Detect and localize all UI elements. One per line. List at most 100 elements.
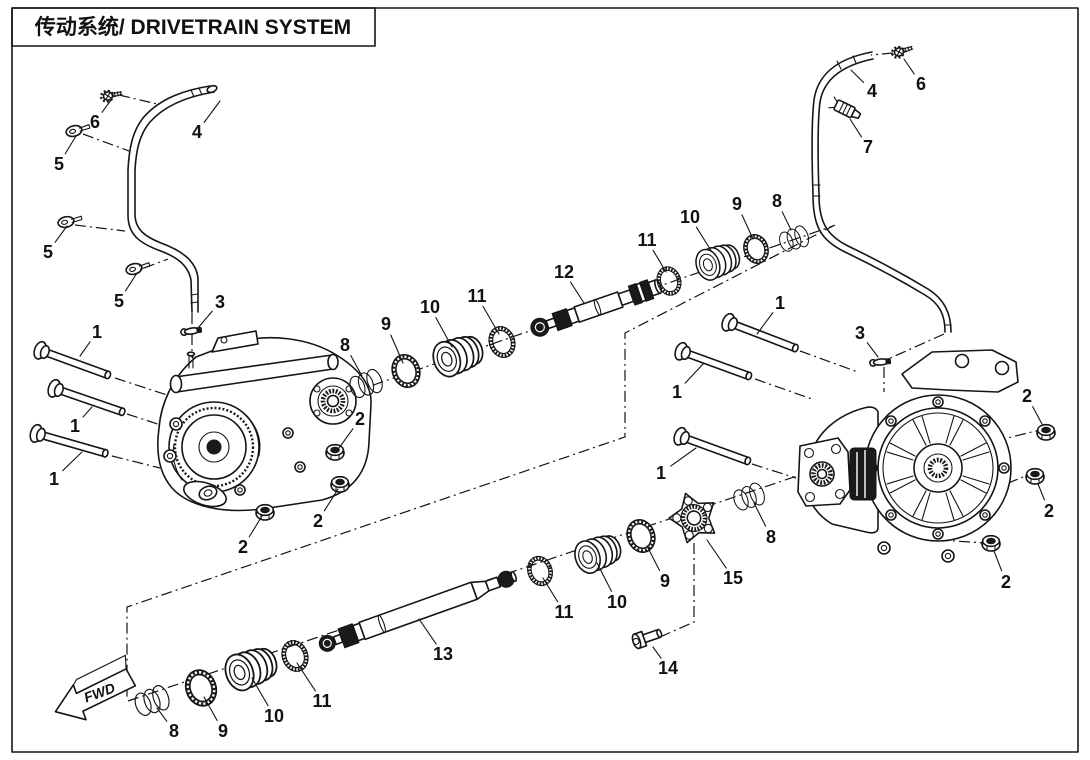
callout-leader xyxy=(64,135,77,155)
callout-1: 1 xyxy=(70,416,80,436)
lock-ring xyxy=(278,637,312,675)
tube-clip xyxy=(56,212,84,230)
callout-leader xyxy=(866,342,879,358)
callout-leader xyxy=(203,696,218,722)
engine-ghost-outline xyxy=(126,224,836,697)
callout-8: 8 xyxy=(340,335,350,355)
rear-gearcase xyxy=(797,349,1019,563)
wave-spring xyxy=(131,682,173,720)
callout-1: 1 xyxy=(775,293,785,313)
callout-8: 8 xyxy=(169,721,179,741)
flange-bolt xyxy=(629,624,665,651)
wave-spring xyxy=(730,480,768,514)
callout-3: 3 xyxy=(215,292,225,312)
callout-leader xyxy=(251,677,269,707)
callout-leader xyxy=(753,502,767,527)
callout-11: 11 xyxy=(467,286,486,306)
callout-2: 2 xyxy=(313,511,323,531)
callout-leader xyxy=(101,99,112,113)
front-breather-tube xyxy=(127,84,218,313)
pressure-sensor xyxy=(828,96,862,120)
callout-1: 1 xyxy=(672,382,682,402)
flange-screw xyxy=(889,41,916,61)
callout-leader xyxy=(79,341,91,357)
callout-leader xyxy=(652,249,667,273)
callout-leader xyxy=(652,646,662,659)
cover-bolts xyxy=(866,396,1010,540)
callout-leader xyxy=(706,539,727,569)
callout-leader xyxy=(542,577,559,603)
callout-leader xyxy=(82,406,93,418)
callout-1: 1 xyxy=(92,322,102,342)
callout-2: 2 xyxy=(1044,501,1054,521)
cv-coupling xyxy=(691,238,745,285)
mounting-bolts xyxy=(27,311,802,472)
callout-leader xyxy=(1037,483,1046,501)
callout-5: 5 xyxy=(54,154,64,174)
callout-leader xyxy=(350,354,363,377)
callout-9: 9 xyxy=(732,194,742,214)
callout-2: 2 xyxy=(238,537,248,557)
page-title: 传动系统/ DRIVETRAIN SYSTEM xyxy=(34,15,351,39)
callout-9: 9 xyxy=(660,571,670,591)
callout-leader xyxy=(596,562,613,592)
callout-leader xyxy=(1032,406,1043,425)
callout-5: 5 xyxy=(114,291,124,311)
callout-1: 1 xyxy=(656,463,666,483)
callout-14: 14 xyxy=(658,658,678,678)
bevel-ring xyxy=(179,664,223,712)
callout-9: 9 xyxy=(218,721,228,741)
bevel-ring xyxy=(738,230,774,268)
tube-clip xyxy=(124,259,152,277)
callout-leader xyxy=(156,707,168,722)
callout-leader xyxy=(435,316,453,348)
callout-leader xyxy=(197,310,213,329)
callout-12: 12 xyxy=(554,262,574,282)
callout-leader xyxy=(62,451,83,472)
breather-valve xyxy=(868,357,892,368)
callout-leader xyxy=(781,211,792,231)
rear-breather-tube xyxy=(811,51,952,333)
bevel-ring xyxy=(386,349,426,393)
callout-leader xyxy=(418,618,437,645)
callout-8: 8 xyxy=(772,191,782,211)
callout-9: 9 xyxy=(381,314,391,334)
callout-11: 11 xyxy=(312,691,331,711)
callout-15: 15 xyxy=(723,568,743,588)
callout-leader xyxy=(390,334,404,364)
callout-2: 2 xyxy=(355,409,365,429)
callout-leader xyxy=(993,550,1003,572)
callout-2: 2 xyxy=(1022,386,1032,406)
callout-3: 3 xyxy=(855,323,865,343)
callout-leader xyxy=(323,488,339,512)
callout-13: 13 xyxy=(433,644,453,664)
bevel-ring xyxy=(621,514,661,558)
callout-leader xyxy=(756,312,774,335)
callout-10: 10 xyxy=(420,297,440,317)
callout-2: 2 xyxy=(1001,572,1011,592)
callout-leader xyxy=(646,545,661,571)
callout-leader xyxy=(903,58,915,75)
callout-leader xyxy=(296,662,316,692)
callout-6: 6 xyxy=(916,74,926,94)
page-border xyxy=(11,7,1079,753)
cv-coupling xyxy=(219,641,283,696)
callout-leader xyxy=(741,214,754,240)
mount-washer xyxy=(198,485,218,501)
callout-leader xyxy=(124,272,138,292)
callout-7: 7 xyxy=(863,137,873,157)
callout-4: 4 xyxy=(867,81,877,101)
callout-10: 10 xyxy=(607,592,627,612)
callout-leader xyxy=(54,225,68,243)
output-flange xyxy=(668,492,716,544)
callout-5: 5 xyxy=(43,242,53,262)
front-prop-shaft xyxy=(530,279,663,337)
callout-leader xyxy=(850,69,865,84)
title-box xyxy=(11,7,376,47)
callout-1: 1 xyxy=(49,469,59,489)
callout-leader xyxy=(569,281,585,304)
callout-11: 11 xyxy=(554,602,573,622)
